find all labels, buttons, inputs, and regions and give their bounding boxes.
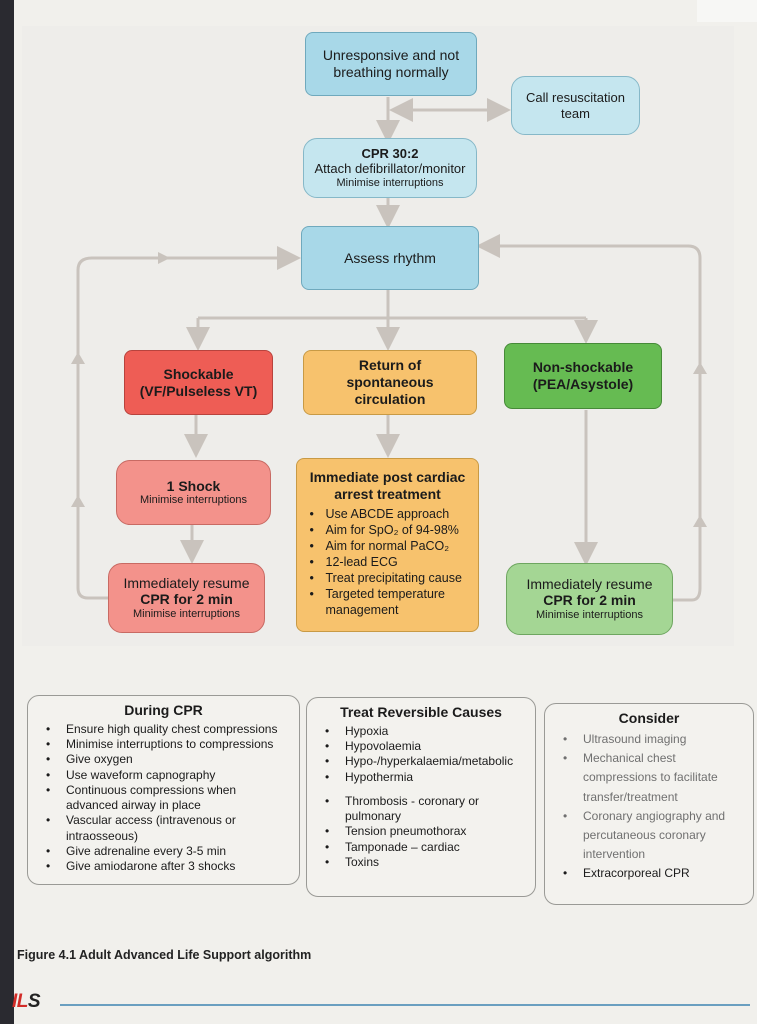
loop-left (76, 246, 301, 600)
shockable-sub: (VF/Pulseless VT) (139, 382, 258, 399)
post-arrest-list: Use ABCDE approach Aim for SpO₂ of 94-98… (304, 506, 472, 618)
list-item: Hypovolaemia (317, 739, 525, 754)
consider-panel: Consider Ultrasound imaging Mechanical c… (544, 703, 754, 905)
list-item: Aim for normal PaCO₂ (304, 538, 472, 554)
list-item: Thrombosis - coronary or pulmonary (317, 794, 525, 824)
list-item: Hypo-/hyperkalaemia/metabolic (317, 754, 525, 769)
loop-right (476, 234, 702, 602)
loop-right-up-arrowhead-2 (693, 515, 707, 527)
loop-left-up-arrowhead-2 (71, 495, 85, 507)
list-item: Aim for SpO₂ of 94-98% (304, 522, 472, 538)
shockable-title: Shockable (163, 365, 234, 382)
post-arrest-box: Immediate post cardiac arrest treatment … (296, 458, 479, 632)
list-item: Mechanical chest compressions to facilit… (555, 749, 743, 807)
list-item: Hypoxia (317, 724, 525, 739)
during-cpr-title: During CPR (124, 702, 203, 718)
call-team-box: Call resuscitation team (511, 76, 640, 135)
consider-list: Ultrasound imaging Mechanical chest comp… (555, 730, 743, 884)
list-item: Vascular access (intravenous or intraoss… (38, 813, 289, 843)
rosc-text: Return of spontaneous circulation (346, 357, 434, 407)
shock-title: 1 Shock (166, 477, 221, 494)
nonshockable-box: Non-shockable (PEA/Asystole) (504, 343, 662, 409)
list-item: Hypothermia (317, 770, 525, 785)
cpr-line: Attach defibrillator/monitor (314, 161, 466, 177)
list-item: Continuous compressions when advanced ai… (38, 783, 289, 813)
list-item: Coronary angiography and percutaneous co… (555, 807, 743, 865)
shock-box: 1 Shock Minimise interruptions (116, 460, 271, 525)
resume-right-line2: CPR for 2 min (543, 592, 636, 609)
resume-left-line2: CPR for 2 min (140, 591, 233, 608)
resume-right-box: Immediately resume CPR for 2 min Minimis… (506, 563, 673, 635)
list-item: Use waveform capnography (38, 768, 289, 783)
nonshockable-title: Non-shockable (532, 359, 634, 376)
shockable-box: Shockable (VF/Pulseless VT) (124, 350, 273, 415)
resume-right-sub: Minimise interruptions (536, 609, 643, 622)
ils-logo-red: IL (12, 991, 28, 1012)
nonshockable-sub: (PEA/Asystole) (532, 376, 634, 392)
resume-right-line1: Immediately resume (526, 575, 653, 592)
cpr-sub: Minimise interruptions (336, 177, 444, 189)
resume-left-line1: Immediately resume (123, 574, 250, 591)
reversible-causes-list: Hypoxia Hypovolaemia Hypo-/hyperkalaemia… (317, 724, 525, 870)
list-item: Give amiodarone after 3 shocks (38, 859, 289, 874)
during-cpr-panel: During CPR Ensure high quality chest com… (27, 695, 300, 885)
ils-logo: ILS (12, 991, 41, 1013)
list-item: Give adrenaline every 3-5 min (38, 844, 289, 859)
resume-left-box: Immediately resume CPR for 2 min Minimis… (108, 563, 265, 633)
list-item: Ultrasound imaging (555, 730, 743, 749)
loop-left-right-arrowhead (158, 252, 170, 264)
cpr-title: CPR 30:2 (361, 145, 419, 161)
during-cpr-list: Ensure high quality chest compressions M… (38, 722, 289, 875)
list-item: Tamponade – cardiac (317, 840, 525, 855)
shock-sub: Minimise interruptions (140, 494, 247, 507)
assess-text: Assess rhythm (344, 249, 436, 266)
loop-left-up-arrowhead (71, 352, 85, 364)
list-item: Targeted temperature management (304, 586, 472, 618)
list-item: Tension pneumothorax (317, 824, 525, 839)
cpr-box: CPR 30:2 Attach defibrillator/monitor Mi… (303, 138, 477, 198)
start-box: Unresponsive and not breathing normally (305, 32, 477, 96)
assess-box: Assess rhythm (301, 226, 479, 290)
list-item: Use ABCDE approach (304, 506, 472, 522)
list-item: Treat precipitating cause (304, 570, 472, 586)
consider-title: Consider (618, 710, 680, 726)
call-team-text: Call resuscitation team (526, 89, 625, 121)
list-item: Extracorporeal CPR (555, 864, 743, 883)
resume-left-sub: Minimise interruptions (133, 608, 240, 621)
arrow-assess-branch (198, 290, 586, 320)
list-item: Ensure high quality chest compressions (38, 722, 289, 737)
reversible-causes-panel: Treat Reversible Causes Hypoxia Hypovola… (306, 697, 536, 897)
list-item: Minimise interruptions to compressions (38, 737, 289, 752)
page-corner (697, 0, 757, 22)
start-text: Unresponsive and not breathing normally (322, 47, 460, 80)
post-arrest-title: Immediate post cardiac arrest treatment (309, 469, 466, 502)
list-item: 12-lead ECG (304, 554, 472, 570)
rosc-box: Return of spontaneous circulation (303, 350, 477, 415)
list-item: Toxins (317, 855, 525, 870)
loop-right-up-arrowhead (693, 362, 707, 374)
footer-rule (60, 1004, 750, 1006)
reversible-causes-title: Treat Reversible Causes (340, 704, 502, 720)
figure-caption: Figure 4.1 Adult Advanced Life Support a… (17, 948, 312, 962)
list-item: Give oxygen (38, 752, 289, 767)
ils-logo-dark: S (27, 991, 41, 1012)
